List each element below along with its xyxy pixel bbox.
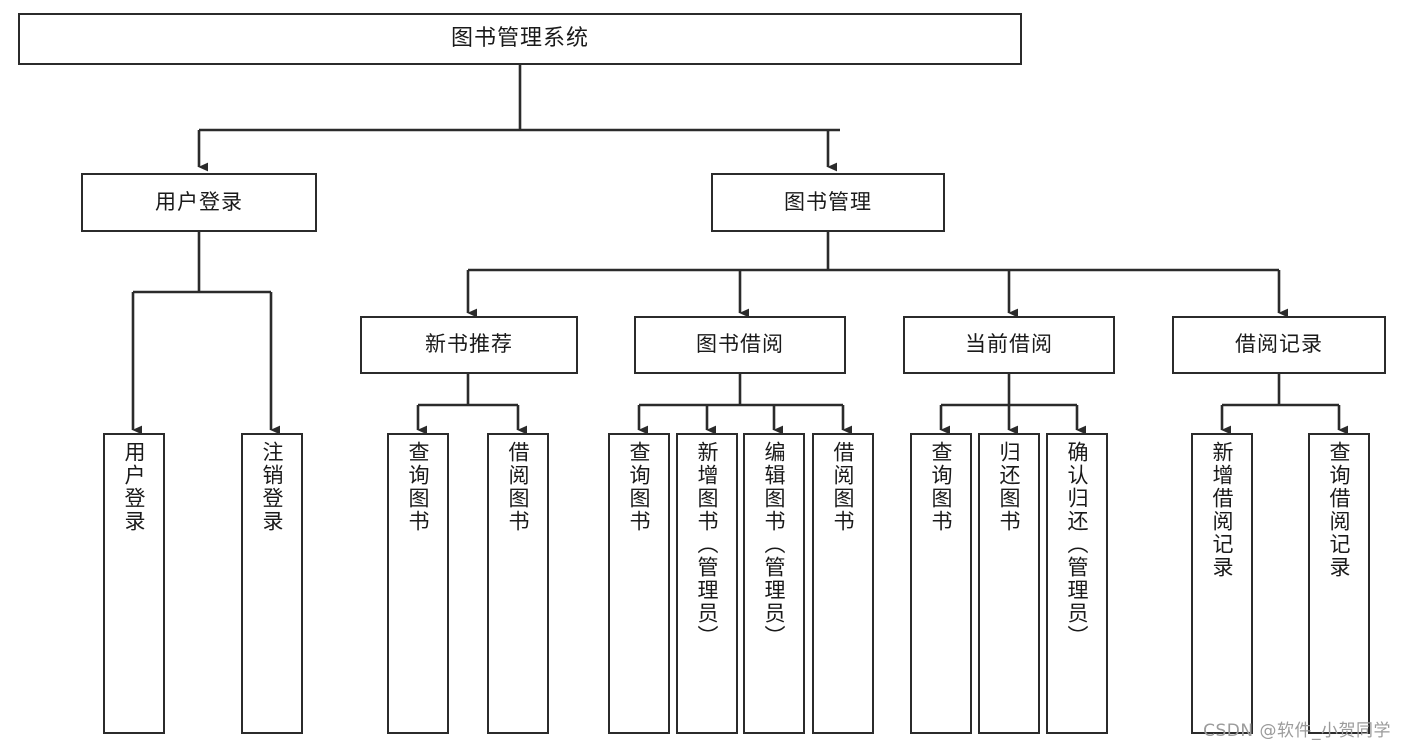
node-label: 查询图书 [929, 441, 954, 533]
node-label: 编辑图书（管理员） [762, 441, 787, 648]
node-current-borrow[interactable]: 当前借阅 [903, 316, 1115, 374]
leaf-newbook-borrow-book[interactable]: 借阅图书 [487, 433, 549, 734]
csdn-watermark: CSDN @软件_小贺同学 [1203, 721, 1391, 741]
node-book-borrow[interactable]: 图书借阅 [634, 316, 846, 374]
node-label: 确认归还（管理员） [1065, 441, 1090, 648]
leaf-current-confirm-return-admin[interactable]: 确认归还（管理员） [1046, 433, 1108, 734]
node-label: 借阅记录 [1235, 332, 1323, 357]
node-label: 查询图书 [627, 441, 652, 533]
node-label: 查询借阅记录 [1327, 441, 1352, 579]
node-user-login[interactable]: 用户登录 [81, 173, 317, 232]
leaf-record-add-borrow-record[interactable]: 新增借阅记录 [1191, 433, 1253, 734]
leaf-borrow-edit-book-admin[interactable]: 编辑图书（管理员） [743, 433, 805, 734]
leaf-borrow-add-book-admin[interactable]: 新增图书（管理员） [676, 433, 738, 734]
node-label: 图书管理系统 [450, 25, 589, 51]
node-label: 图书管理 [784, 189, 872, 214]
node-label: 图书借阅 [696, 332, 784, 357]
node-borrow-record[interactable]: 借阅记录 [1172, 316, 1386, 374]
leaf-user-login[interactable]: 用户登录 [103, 433, 165, 734]
leaf-record-query-borrow-record[interactable]: 查询借阅记录 [1308, 433, 1370, 734]
node-label: 用户登录 [122, 441, 147, 533]
leaf-borrow-query-book[interactable]: 查询图书 [608, 433, 670, 734]
node-label: 当前借阅 [965, 332, 1053, 357]
node-label: 借阅图书 [831, 441, 856, 533]
node-label: 查询图书 [406, 441, 431, 533]
node-book-management[interactable]: 图书管理 [711, 173, 945, 232]
leaf-current-query-book[interactable]: 查询图书 [910, 433, 972, 734]
leaf-current-return-book[interactable]: 归还图书 [978, 433, 1040, 734]
node-label: 归还图书 [997, 441, 1022, 533]
leaf-logout[interactable]: 注销登录 [241, 433, 303, 734]
node-label: 借阅图书 [506, 441, 531, 533]
node-label: 新增图书（管理员） [695, 441, 720, 648]
leaf-newbook-query-book[interactable]: 查询图书 [387, 433, 449, 734]
leaf-borrow-borrow-book[interactable]: 借阅图书 [812, 433, 874, 734]
node-label: 注销登录 [260, 441, 285, 533]
node-label: 新增借阅记录 [1210, 441, 1235, 579]
node-new-book-recommend[interactable]: 新书推荐 [360, 316, 578, 374]
node-label: 新书推荐 [425, 332, 513, 357]
node-label: 用户登录 [155, 189, 243, 214]
node-root-book-management-system[interactable]: 图书管理系统 [18, 13, 1022, 65]
